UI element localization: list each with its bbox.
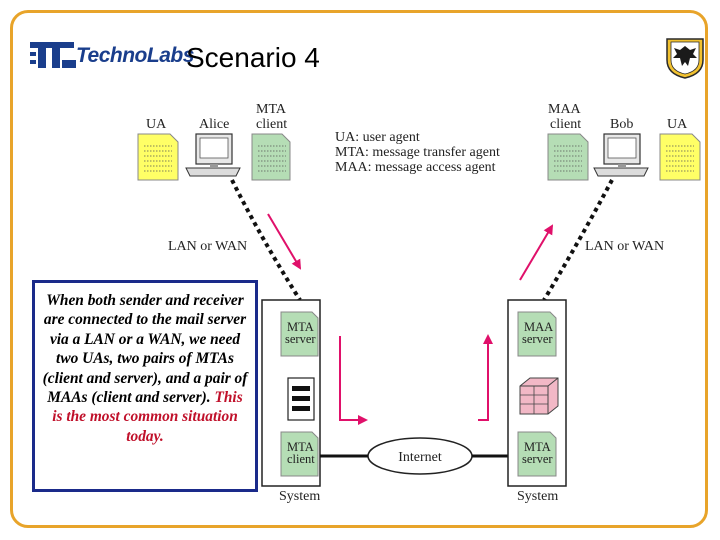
mta-server-left-module: [280, 311, 319, 357]
mailboxes-icon: [519, 377, 559, 415]
legend-mta: MTA: message transfer agent: [335, 145, 500, 160]
crest-icon: [666, 38, 704, 79]
alice-computer-icon: [185, 133, 241, 177]
label-maa-server-2: server: [522, 332, 553, 346]
label-lan-wan-left: LAN or WAN: [168, 239, 247, 254]
maa-server-module: [517, 311, 557, 357]
legend-maa: MAA: message access agent: [335, 160, 496, 175]
page-title: Scenario 4: [186, 42, 320, 73]
mta-server-right-module: [517, 431, 557, 477]
technolabs-logo-icon: [30, 42, 76, 68]
legend-ua: UA: user agent: [335, 130, 420, 145]
lan-wan-link-left: [230, 179, 302, 302]
label-mta-client-left-1: MTA: [287, 440, 314, 454]
maa-client-document-icon: [547, 133, 589, 181]
ua-document-left-icon: [137, 133, 179, 181]
label-mta-client-top-2: client: [256, 117, 287, 132]
note-text: When both sender and receiver are connec…: [42, 292, 248, 407]
mailbox-queue-icon: [287, 377, 315, 421]
label-mta-server-right-1: MTA: [524, 440, 551, 454]
note-highlight: This is the most common situation today.: [52, 389, 243, 445]
label-bob: Bob: [610, 117, 633, 132]
bob-computer-icon: [593, 133, 649, 177]
label-ua-right: UA: [667, 117, 688, 132]
arrow-left-internal: [339, 336, 368, 425]
arrow-server-to-bob: [519, 224, 554, 281]
arrow-right-internal: [478, 334, 493, 421]
label-mta-client-left-2: client: [287, 452, 315, 466]
label-alice: Alice: [199, 117, 229, 132]
label-internet: Internet: [398, 450, 442, 465]
mta-client-left-module: [280, 431, 319, 477]
label-maa-server-1: MAA: [524, 320, 553, 334]
label-mta-client-top-1: MTA: [256, 102, 287, 117]
label-system-right: System: [517, 489, 558, 504]
arrow-alice-to-server: [267, 213, 302, 270]
ua-document-right-icon: [659, 133, 701, 181]
label-lan-wan-right: LAN or WAN: [585, 239, 664, 254]
label-maa-client-2: client: [550, 117, 581, 132]
label-mta-server-left-2: server: [285, 332, 316, 346]
label-ua-left: UA: [146, 117, 167, 132]
label-mta-server-right-2: server: [522, 452, 553, 466]
lan-wan-link-right: [542, 179, 614, 302]
label-system-left: System: [279, 489, 320, 504]
label-mta-server-left-1: MTA: [287, 320, 314, 334]
mta-client-document-top-icon: [251, 133, 291, 181]
explanation-note: When both sender and receiver are connec…: [32, 280, 258, 492]
slide-frame: [10, 10, 708, 528]
label-maa-client-1: MAA: [548, 102, 582, 117]
logo-text: TechnoLabs: [76, 44, 194, 67]
